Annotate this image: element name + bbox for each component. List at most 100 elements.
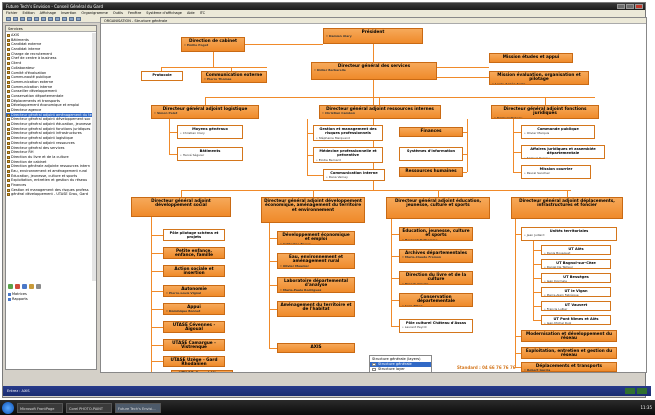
service-list-item[interactable]: Charge de recrutement (6, 52, 94, 57)
service-list-item[interactable]: Directeur RH (6, 150, 94, 155)
org-node-livre[interactable]: Direction du livre et de la culture• Fra… (399, 271, 473, 285)
org-node-edu-jeunesse[interactable]: Éducation, jeunesse, culture et sports• … (399, 227, 473, 241)
service-list-item[interactable]: Conseiller développement (6, 89, 94, 94)
add-icon[interactable] (8, 284, 13, 289)
org-node-com-ext[interactable]: Communication externe• Pierre Thomas (201, 71, 267, 83)
org-node-action-sociale[interactable]: Action sociale et insertion• Didier Bonn… (163, 265, 225, 277)
refresh-icon[interactable] (22, 284, 27, 289)
print-icon[interactable] (27, 17, 32, 21)
service-list-item[interactable]: Client (6, 61, 94, 66)
org-node-utase-cev[interactable]: UTASE Cévennes - Aigoual• Sandra Rivière (163, 321, 225, 333)
service-list-item[interactable]: Directeur général des services (6, 146, 94, 151)
menu-item[interactable]: Organigramme (81, 11, 108, 15)
org-node-ut-bagnols[interactable]: UT Bagnol-sur-Cèze• Daniel De Tailleur (541, 259, 611, 269)
org-node-archives[interactable]: Archives départementales• Marie-Claude F… (399, 249, 473, 263)
maximize-icon[interactable] (626, 4, 634, 9)
org-node-rh[interactable]: Ressources humaines (399, 167, 463, 177)
service-list-item[interactable]: Eau, environnement et aménagement rural (6, 169, 94, 174)
org-node-dgs[interactable]: Directeur général des services• Didier B… (311, 62, 437, 80)
org-node-gestion-risques[interactable]: Gestion et management des risques profes… (313, 125, 383, 141)
org-node-conservation[interactable]: Conservation départementale• Jean Tillon (399, 293, 473, 307)
menu-item[interactable]: Aide (186, 11, 195, 15)
menu-item[interactable]: Outils (112, 11, 123, 15)
service-list-item[interactable]: général développement - UTASE Grau, Gard (6, 192, 94, 197)
org-node-ut-ales[interactable]: UT Alès• Denis Bousquet (541, 245, 611, 255)
service-list-item[interactable]: Directeur général adjoint fonctions juri… (6, 127, 94, 132)
org-node-utase-grand[interactable]: UTASE Grand Nîmes• Alain Thomas (171, 370, 233, 372)
org-node-courrier[interactable]: Mission courrier• Pascal Sanchez (521, 165, 591, 179)
service-list-item[interactable]: Directeur général adjoint développement … (6, 117, 94, 122)
service-list-item[interactable]: Candidat interne (6, 47, 94, 52)
open-icon[interactable] (13, 17, 18, 21)
redo-icon[interactable] (62, 17, 67, 21)
menu-item[interactable]: Fenêtre (128, 11, 142, 15)
org-node-utase-uzege[interactable]: UTASE Uzège - Gard Rhodanien• Martine Vi… (163, 356, 225, 367)
copy-icon[interactable] (41, 17, 46, 21)
start-button[interactable] (2, 401, 14, 414)
legend-option[interactable]: Structure générale (370, 362, 431, 367)
org-node-medecine[interactable]: Médecine professionnelle et préventive• … (313, 147, 383, 163)
service-list-item[interactable]: Déplacements et transports (6, 99, 94, 104)
org-node-pole-culture[interactable]: Pôle culturel Château d'Assas• Laurent P… (399, 319, 473, 333)
menu-item[interactable]: Edition (22, 11, 35, 15)
org-node-axis[interactable]: AXIS (277, 343, 355, 353)
org-node-finances[interactable]: Finances (399, 127, 463, 137)
taskbar-item[interactable]: Microsoft FrontPage (17, 402, 63, 413)
org-node-appui[interactable]: Appui• Dominique Bonnet (163, 303, 225, 315)
org-node-cabinet[interactable]: Direction de cabinet• Emilie Poget (181, 37, 245, 52)
service-list-item[interactable]: Collaborateur (6, 66, 94, 71)
service-list-item[interactable]: Directeur général adjoint éducation, jeu… (6, 122, 94, 127)
service-list-item[interactable]: Exploitation, entretien et gestion du ré… (6, 178, 94, 183)
help-icon[interactable] (76, 17, 81, 21)
org-node-autonomie[interactable]: Autonomie• Pierre-Louis Vignal (163, 285, 225, 297)
org-node-ut-vauvert[interactable]: UT Vauvert• Francis Lullier (541, 301, 611, 311)
org-node-mission-eval[interactable]: Mission évaluation, organisation et pilo… (489, 71, 589, 85)
org-node-pole-pilotage[interactable]: Pôle pilotage schéma et projets• Hélène … (163, 229, 225, 241)
service-list-item[interactable]: Directeur général adjoint ressources (6, 141, 94, 146)
service-list-item[interactable]: Bâtiments (6, 38, 94, 43)
service-list-item[interactable]: AXIS (6, 33, 94, 38)
menu-item[interactable]: ITC (199, 11, 206, 15)
edit-icon[interactable] (29, 284, 34, 289)
sublist-item-rapports[interactable]: Rapports (8, 297, 28, 302)
service-list-item[interactable]: Comité d'évaluation (6, 71, 94, 76)
service-list-item[interactable]: Direction de cabinet (6, 160, 94, 165)
service-list-item[interactable]: Candidat externe (6, 42, 94, 47)
org-node-amenagement[interactable]: Aménagement du territoire et de l'habita… (277, 301, 355, 317)
delete-icon[interactable] (15, 284, 20, 289)
org-node-eau[interactable]: Eau, environnement et aménagement rural•… (277, 253, 355, 269)
service-list-item[interactable]: Chef de centre à business (6, 56, 94, 61)
sublist-item-matrices[interactable]: Matrices (8, 292, 28, 297)
taskbar-item[interactable]: Future Tech's Envisi... (115, 402, 161, 413)
service-list-item[interactable]: Finances (6, 183, 94, 188)
service-list-item[interactable]: Communauté publique (6, 75, 94, 80)
service-list-item[interactable]: Directeur général adjoint aménagement du… (6, 112, 94, 118)
filter-icon[interactable] (36, 284, 41, 289)
service-list-item[interactable]: Directeur général adjoint infrastructure… (6, 131, 94, 136)
org-node-exploitation[interactable]: Exploitation, entretien et gestion du ré… (521, 347, 617, 359)
save-icon[interactable] (20, 17, 25, 21)
service-list-item[interactable]: Direction générale adjointe ressources i… (6, 164, 94, 169)
org-node-systemes[interactable]: Systèmes d'information (399, 147, 463, 161)
menu-item[interactable]: Système d'affichage (146, 11, 182, 15)
service-list-item[interactable]: Conservation départementale (6, 94, 94, 99)
taskbar-item[interactable]: Corel PHOTO-PAINT (66, 402, 112, 413)
org-node-dga-fj[interactable]: Directeur général adjoint fonctions juri… (491, 105, 599, 119)
org-node-modernisation[interactable]: Modernisation et développement du réseau (521, 330, 617, 342)
org-node-dga-ri[interactable]: Directeur général adjoint ressources int… (319, 105, 441, 119)
org-node-dga-infra[interactable]: Directeur général adjoint déplacements, … (511, 197, 623, 219)
org-node-commande[interactable]: Commande publique• Olivier Marquis (521, 125, 595, 139)
org-node-mission-appui[interactable]: Mission études et appui (489, 53, 573, 63)
org-node-dga-eco[interactable]: Directeur général adjoint développement … (261, 197, 365, 223)
service-list-item[interactable]: Communication interne (6, 85, 94, 90)
undo-icon[interactable] (55, 17, 60, 21)
org-node-batiments[interactable]: Bâtiments• Hervé Séguier (177, 147, 243, 161)
service-list-item[interactable]: Communication externe (6, 80, 94, 85)
new-icon[interactable] (6, 17, 11, 21)
service-list-item[interactable]: Directeur général adjoint logistique (6, 136, 94, 141)
org-node-dga-soc[interactable]: Directeur général adjoint développement … (131, 197, 231, 217)
service-list-item[interactable]: Directeur agence (6, 108, 94, 113)
legend-option[interactable]: Structure layer (370, 367, 431, 372)
